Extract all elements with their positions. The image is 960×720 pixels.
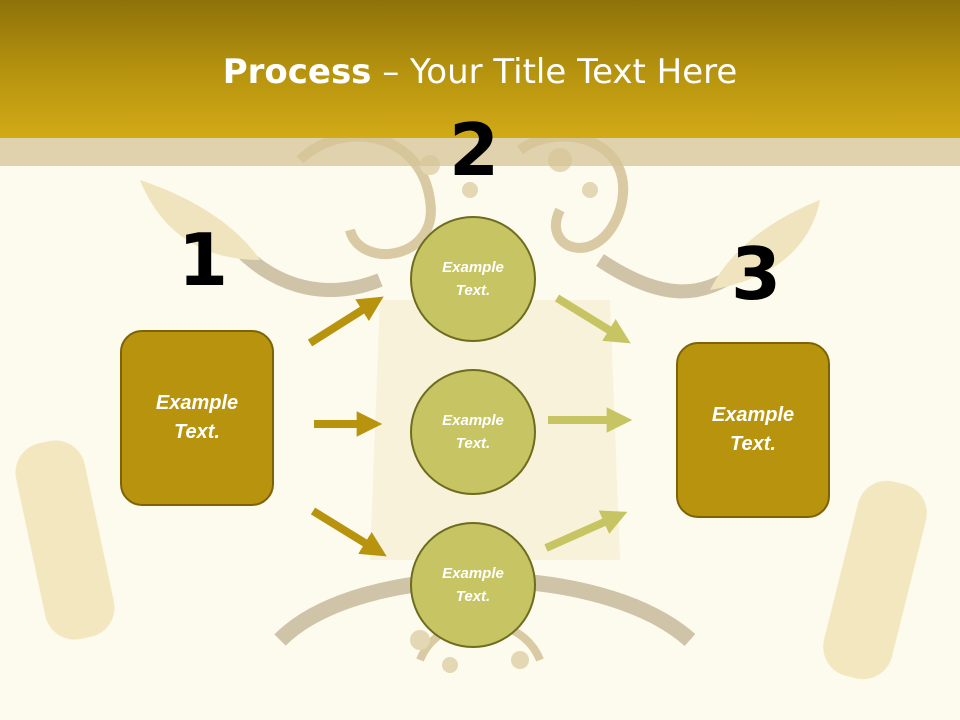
title-bold: Process — [222, 52, 372, 92]
step-2-circle-top: Example Text. — [410, 216, 536, 342]
step-1-text: Example Text. — [155, 392, 239, 443]
arrow-1-to-2-top — [307, 296, 384, 347]
step-number-2: 2 — [449, 108, 500, 192]
title-rest: – Your Title Text Here — [371, 52, 738, 92]
step-1-box: Example Text. — [120, 330, 274, 506]
step-2-middle-text: Example Text. — [442, 412, 504, 452]
step-2-bottom-text: Example Text. — [442, 565, 504, 605]
arrow-1-to-2-bottom — [310, 507, 387, 557]
arrow-2-top-to-3 — [554, 294, 631, 344]
step-number-3: 3 — [731, 232, 782, 316]
step-2-top-text: Example Text. — [442, 259, 504, 299]
title-bar — [0, 0, 960, 138]
step-3-text: Example Text. — [711, 404, 795, 455]
slide-title: Process – Your Title Text Here — [0, 52, 960, 92]
step-2-circle-middle: Example Text. — [410, 369, 536, 495]
arrow-2-bottom-to-3 — [544, 510, 628, 552]
step-3-box: Example Text. — [676, 342, 830, 518]
step-number-1: 1 — [178, 218, 229, 302]
step-2-circle-bottom: Example Text. — [410, 522, 536, 648]
title-underline-strip — [0, 138, 960, 166]
